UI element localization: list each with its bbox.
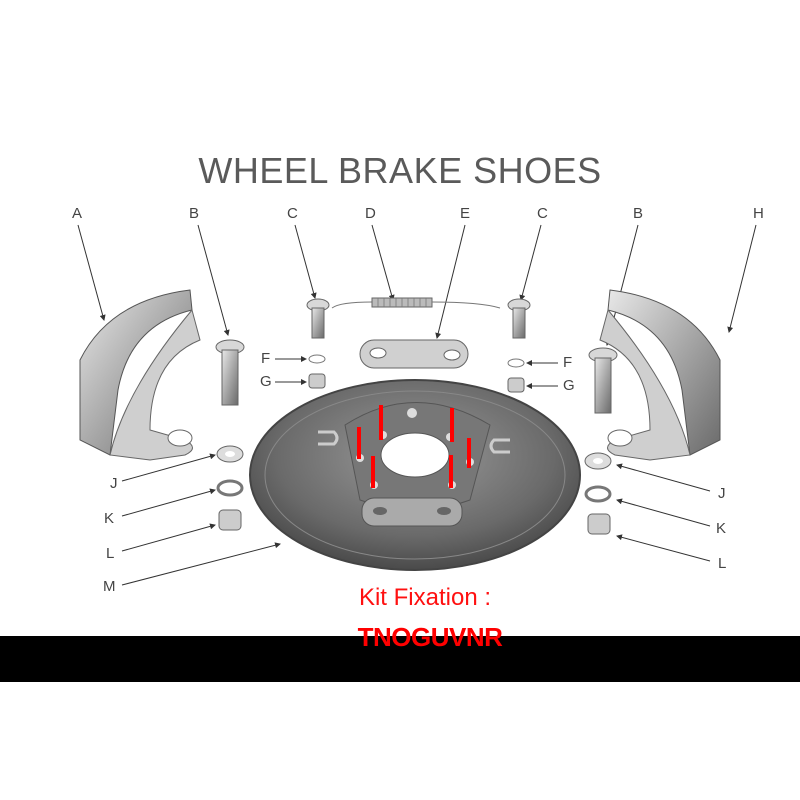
hex-nut-left [218,509,242,531]
hold-pin-left [306,298,330,339]
part-label-g: G [563,377,575,394]
part-label-f: F [261,350,271,367]
red-marker [449,455,453,488]
part-label-b: B [189,205,200,222]
part-label-a: A [72,205,83,222]
red-marker [450,408,454,442]
washer-f-right [507,358,525,368]
red-marker [357,427,361,459]
kit-fixation-code: TNOGUVNR [357,622,503,652]
hex-nut-right [587,513,611,535]
part-label-g: G [260,373,272,390]
part-label-d: D [365,205,376,222]
backing-plate [249,379,581,571]
part-label-l: L [106,545,115,562]
red-markers [357,405,471,488]
part-label-c: C [287,205,298,222]
brake-shoe-left [79,289,201,461]
part-label-b: B [633,205,644,222]
diagram-title: WHEEL BRAKE SHOES [198,150,602,191]
part-label-j: J [718,485,726,502]
part-label-j: J [110,475,118,492]
red-marker [467,438,471,468]
lock-washer-left [216,479,244,497]
adjuster-plate [359,339,469,369]
part-label-c: C [537,205,548,222]
part-label-l: L [718,555,727,572]
return-spring [331,297,501,309]
nut-g-right [507,377,525,393]
part-label-h: H [753,205,764,222]
kit-fixation-label: Kit Fixation : [358,584,492,611]
part-label-k: K [104,510,115,527]
red-marker [379,405,383,440]
lock-washer-right [584,485,612,503]
part-label-k: K [716,520,727,537]
washer-f-left [308,354,326,364]
part-label-f: F [563,354,573,371]
brake-shoe-right [599,289,721,461]
anchor-pin-left [215,339,245,406]
part-label-m: M [103,578,116,595]
red-marker [371,456,375,488]
leader-lines [77,224,757,586]
black-band [0,636,800,682]
hold-pin-right [507,298,531,339]
nut-g-left [308,373,326,389]
anchor-pin-right [588,347,618,414]
part-label-e: E [460,205,471,222]
